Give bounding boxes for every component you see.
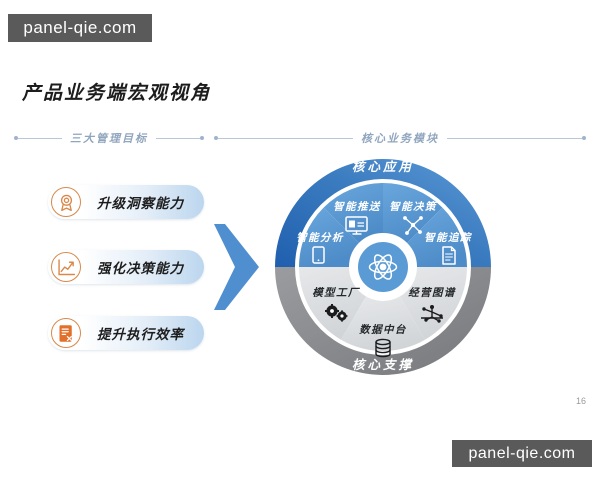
segment-ring-core-application <box>299 183 467 267</box>
divider-rule-left <box>18 137 62 139</box>
segment-data-middle-platform <box>341 296 425 351</box>
chevron-right-arrow <box>212 222 264 312</box>
goal-label: 强化决策能力 <box>97 261 184 276</box>
segment-intelligent-tracking <box>407 207 467 267</box>
core-business-module-wheel: 核心应用 核心支撑 智能分析 智能推送 智能决策 智能追踪 模型工厂 经营图谱 … <box>272 146 494 388</box>
gears-icon <box>325 304 348 322</box>
watermark-bottom: panel-qie.com <box>452 440 592 467</box>
clipboard-icon <box>442 246 456 265</box>
divider-dot-end <box>200 136 204 140</box>
goal-item-upgrade-insight[interactable]: 升级洞察能力 <box>48 185 204 219</box>
segment-label-model-factory: 模型工厂 <box>312 286 361 299</box>
segment-model-factory <box>299 267 366 340</box>
section-divider-left: 三大管理目标 <box>14 131 204 145</box>
segment-label-intelligent-push: 智能推送 <box>333 200 381 213</box>
outer-ring-core-support <box>275 267 491 375</box>
goal-label: 提升执行效率 <box>97 327 184 342</box>
divider-rule-left <box>218 137 353 139</box>
watermark-top: panel-qie.com <box>8 14 152 42</box>
segment-operation-graph <box>400 267 467 340</box>
line-chart-icon <box>51 252 81 282</box>
database-icon <box>375 338 391 358</box>
divider-dot-start <box>14 136 18 140</box>
segment-label-data-middle-platform: 数据中台 <box>359 323 407 336</box>
medal-icon <box>51 187 81 217</box>
divider-dot-end <box>582 136 586 140</box>
graph-icon <box>421 305 443 323</box>
tablet-icon <box>312 246 325 264</box>
page-number: 16 <box>576 396 587 406</box>
document-icon <box>51 318 81 348</box>
divider-rule-right <box>156 137 200 139</box>
segment-intelligent-push <box>323 183 383 243</box>
segment-label-intelligent-analysis: 智能分析 <box>296 231 344 244</box>
section-label-right: 核心业务模块 <box>361 133 439 145</box>
goal-item-improve-efficiency[interactable]: 提升执行效率 <box>48 316 204 350</box>
segment-intelligent-analysis <box>299 207 359 267</box>
section-divider-right: 核心业务模块 <box>214 131 586 145</box>
wheel-center <box>353 237 413 297</box>
outer-ring-core-application <box>275 159 491 267</box>
divider-rule-right <box>447 137 582 139</box>
atom-icon <box>368 254 398 280</box>
divider-dot-start <box>214 136 218 140</box>
page-title: 产品业务端宏观视角 <box>22 83 212 104</box>
goal-item-strengthen-decision[interactable]: 强化决策能力 <box>48 250 204 284</box>
monitor-icon <box>345 216 368 235</box>
node-network-icon <box>403 216 423 235</box>
section-label-left: 三大管理目标 <box>70 133 148 145</box>
goal-label: 升级洞察能力 <box>97 196 184 211</box>
segment-label-intelligent-decision: 智能决策 <box>389 200 438 213</box>
ring-caption-core-application: 核心应用 <box>352 160 414 174</box>
segment-intelligent-decision <box>383 183 443 243</box>
ring-caption-core-support: 核心支撑 <box>352 358 414 372</box>
segment-ring-core-support <box>299 267 467 351</box>
segment-label-intelligent-tracking: 智能追踪 <box>424 231 473 244</box>
segment-label-operation-graph: 经营图谱 <box>408 286 456 299</box>
